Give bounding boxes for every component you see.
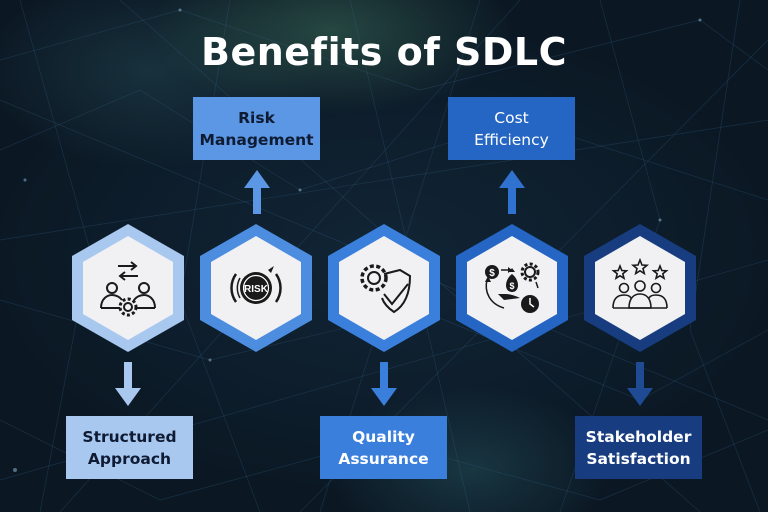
arrow-up-icon: [499, 170, 525, 214]
arrow-up-icon: [244, 170, 270, 214]
diagram-title: Benefits of SDLC: [200, 30, 567, 74]
benefit-box-quality-assurance: Quality Assurance: [320, 416, 447, 479]
benefit-label-line2: Management: [199, 130, 314, 149]
svg-text:RISK: RISK: [244, 284, 269, 295]
svg-text:$: $: [489, 268, 495, 279]
benefit-label-line1: Quality: [352, 427, 415, 446]
benefit-label-line2: Satisfaction: [586, 449, 691, 468]
benefit-box-risk-management: Risk Management: [193, 97, 320, 160]
team-stars-icon: [611, 258, 669, 309]
benefit-label-line2: Assurance: [338, 449, 429, 468]
benefit-label-line2: Approach: [87, 449, 172, 468]
risk-gauge-icon: RISK: [230, 266, 282, 304]
money-cycle-icon: $ $: [485, 262, 540, 313]
gear-shield-check-icon: [360, 264, 412, 314]
arrow-down-icon: [371, 362, 397, 406]
benefit-label-line2: Efficiency: [474, 130, 549, 149]
svg-text:$: $: [509, 281, 514, 291]
hexagon-cost-efficiency: $ $: [456, 224, 568, 352]
benefit-label-line1: Cost: [494, 108, 529, 127]
hexagon-quality-assurance: [328, 224, 440, 352]
benefit-box-stakeholder-satisfaction: Stakeholder Satisfaction: [575, 416, 702, 479]
benefit-label-line1: Stakeholder: [585, 427, 692, 446]
benefit-box-structured-approach: Structured Approach: [66, 416, 193, 479]
benefit-label-line1: Structured: [82, 427, 177, 446]
arrow-down-icon: [115, 362, 141, 406]
hexagon-risk-management: RISK: [200, 224, 312, 352]
hexagon-stakeholder-satisfaction: [584, 224, 696, 352]
hexagon-structured-approach: [72, 224, 184, 352]
benefit-box-cost-efficiency: Cost Efficiency: [448, 97, 575, 160]
benefit-label-line1: Risk: [238, 108, 275, 127]
team-gear-exchange-icon: [100, 261, 156, 317]
arrow-down-icon: [627, 362, 653, 406]
